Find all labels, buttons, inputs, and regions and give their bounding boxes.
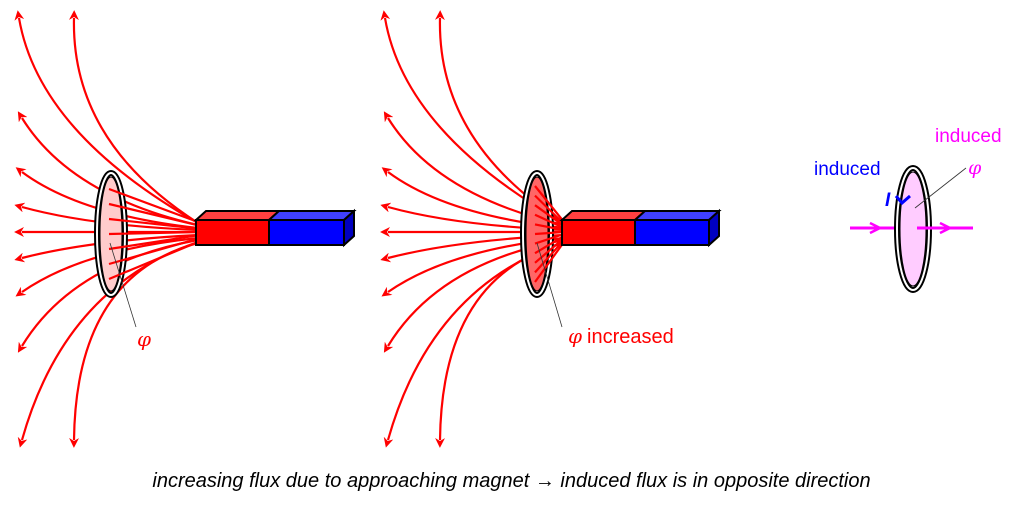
field-line xyxy=(14,10,199,224)
magnet-south-top xyxy=(632,210,722,221)
field-line-segment xyxy=(534,239,565,274)
field-line-segment xyxy=(534,204,565,227)
magnet-south-pole xyxy=(268,219,345,246)
field-line-segment xyxy=(534,223,565,232)
field-lines-through-ring xyxy=(534,185,565,283)
flux-symbol: φ xyxy=(568,324,582,348)
flux-leader-line xyxy=(914,167,967,209)
induced-current-arrow-icon xyxy=(894,194,911,206)
flux-change-text: increased xyxy=(587,326,674,348)
field-line-segment xyxy=(108,230,199,236)
panel-induced: induced I induced φ xyxy=(814,126,1002,293)
field-line-segment xyxy=(534,235,565,255)
bar-magnet xyxy=(559,208,722,248)
magnet-south-pole xyxy=(634,219,710,246)
field-line-segment xyxy=(108,234,199,251)
field-line-segment xyxy=(108,237,199,266)
flux-leader-line xyxy=(109,242,137,328)
magnet-north-pole xyxy=(561,219,636,246)
field-line-segment xyxy=(534,185,565,223)
field-line-segment xyxy=(108,187,199,224)
panel-far-magnet: φ xyxy=(14,10,357,448)
induced-flux-arrowhead-in xyxy=(869,221,883,235)
field-line-segment xyxy=(534,241,565,283)
magnet-south-top xyxy=(266,210,357,221)
caption: increasing flux due to approaching magne… xyxy=(152,470,871,492)
field-line-segment xyxy=(534,194,565,225)
field-line-segment xyxy=(534,232,565,245)
field-lines-through-ring xyxy=(108,187,199,281)
magnet-north-top xyxy=(559,210,648,221)
field-line-segment xyxy=(534,213,565,230)
field-line-segment xyxy=(108,217,199,230)
field-line xyxy=(69,10,199,224)
field-line-segment xyxy=(534,230,565,236)
bar-magnet xyxy=(193,208,357,248)
flux-leader-line xyxy=(536,242,563,328)
field-line xyxy=(15,167,199,230)
magnet-north-pole xyxy=(195,219,270,246)
induced-flux-arrowhead-out xyxy=(939,221,953,235)
magnet-north-top xyxy=(193,210,282,221)
induced-current-symbol: I xyxy=(885,190,891,211)
field-line-segment xyxy=(108,240,199,281)
induced-flux-symbol: φ xyxy=(968,157,982,179)
field-line-segment xyxy=(534,237,565,264)
induced-flux-label: induced xyxy=(935,126,1002,147)
field-line-segment xyxy=(108,202,199,227)
flux-label: φ xyxy=(137,327,151,351)
induced-current-label: induced xyxy=(814,159,881,180)
